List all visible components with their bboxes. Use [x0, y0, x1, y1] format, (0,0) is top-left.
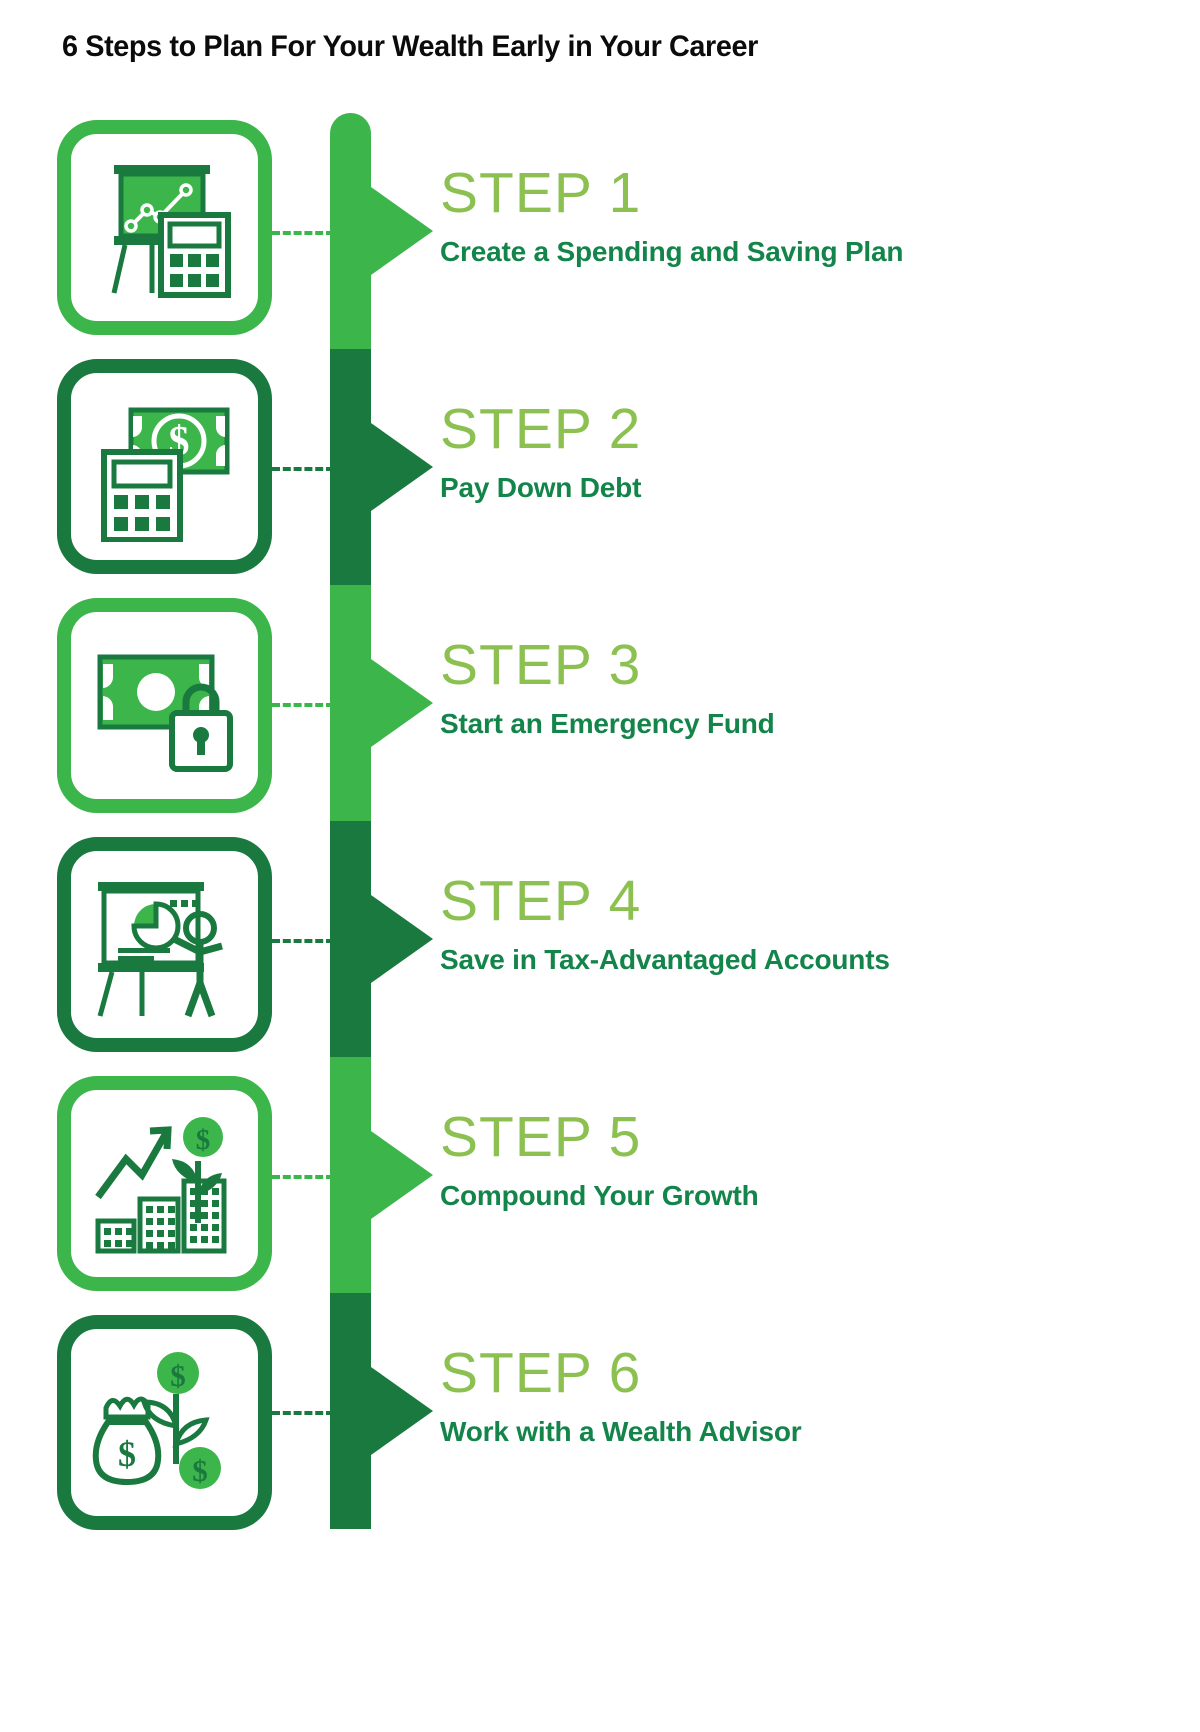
timeline-segment: [330, 1293, 440, 1529]
dashed-connector: [272, 467, 334, 471]
timeline-segment-bar: [330, 1057, 371, 1293]
timeline-arrow-icon: [371, 1367, 433, 1455]
money-bag-plant-coins-icon: $ $ $: [71, 1329, 258, 1516]
page-title: 6 Steps to Plan For Your Wealth Early in…: [62, 30, 758, 63]
step-description: Pay Down Debt: [440, 472, 642, 503]
presenter-pie-chart-icon: [71, 851, 258, 1038]
step-description: Start an Emergency Fund: [440, 708, 775, 739]
step-label: STEP 1: [440, 161, 642, 225]
timeline-segment-bar: [330, 585, 371, 821]
step-label: STEP 2: [440, 397, 642, 461]
timeline-arrow-icon: [371, 1131, 433, 1219]
timeline-arrow-icon: [371, 895, 433, 983]
step-description: Create a Spending and Saving Plan: [440, 236, 904, 267]
presentation-chart-calculator-icon: [71, 134, 258, 321]
step-label: STEP 6: [440, 1341, 642, 1405]
step-description: Save in Tax-Advantaged Accounts: [440, 944, 890, 975]
timeline-segment-bar: [330, 349, 371, 585]
dashed-connector: [272, 231, 334, 235]
timeline-arrow-icon: [371, 659, 433, 747]
svg-text:$: $: [192, 1453, 208, 1488]
step-icon-card: $: [57, 1076, 272, 1291]
timeline-arrow-icon: [371, 187, 433, 275]
dashed-connector: [272, 703, 334, 707]
timeline-segment: [330, 821, 440, 1057]
growth-arrow-plant-bars-icon: $: [71, 1090, 258, 1277]
dashed-connector: [272, 1175, 334, 1179]
timeline-segment-bar: [330, 113, 371, 349]
step-text-block: STEP 6 Work with a Wealth Advisor: [440, 1341, 802, 1448]
step-description: Work with a Wealth Advisor: [440, 1416, 802, 1447]
dashed-connector: [272, 1411, 334, 1415]
timeline-segment-bar: [330, 821, 371, 1057]
step-description: Compound Your Growth: [440, 1180, 759, 1211]
timeline-segment-bar: [330, 1293, 371, 1529]
timeline-segment: [330, 349, 440, 585]
step-icon-card: $ $ $: [57, 1315, 272, 1530]
step-label: STEP 4: [440, 869, 642, 933]
step-text-block: STEP 5 Compound Your Growth: [440, 1105, 759, 1212]
svg-text:$: $: [118, 1434, 136, 1474]
step-icon-card: [57, 120, 272, 335]
step-icon-card: $: [57, 359, 272, 574]
timeline-segment: [330, 585, 440, 821]
step-icon-card: [57, 598, 272, 813]
step-label: STEP 5: [440, 1105, 642, 1169]
timeline-bar: [330, 113, 440, 1533]
timeline-arrow-icon: [371, 423, 433, 511]
dashed-connector: [272, 939, 334, 943]
step-icon-card: [57, 837, 272, 1052]
dollar-bill-padlock-icon: [71, 612, 258, 799]
timeline-segment: [330, 113, 440, 349]
svg-text:$: $: [170, 1358, 186, 1393]
step-label: STEP 3: [440, 633, 642, 697]
timeline-segment: [330, 1057, 440, 1293]
svg-text:$: $: [195, 1124, 210, 1156]
dollar-bill-calculator-icon: $: [71, 373, 258, 560]
